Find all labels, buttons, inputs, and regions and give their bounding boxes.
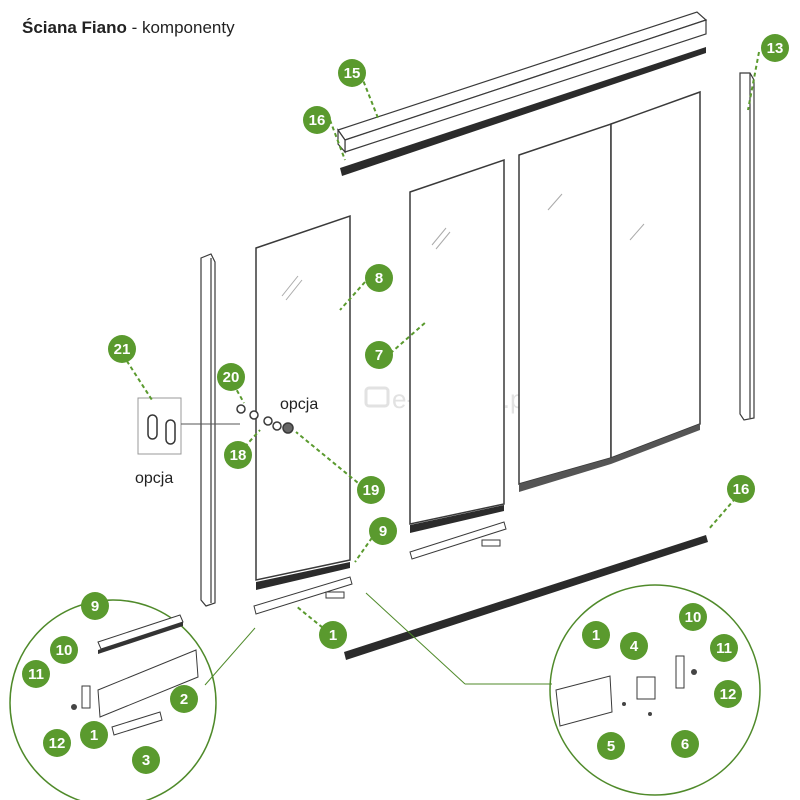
badge-14: 15: [338, 59, 366, 87]
handle-detail: [137, 397, 240, 455]
badge-21: 21: [108, 335, 136, 363]
svg-text:9: 9: [379, 523, 387, 540]
option-label-left: opcja: [135, 470, 173, 487]
glass-panel-rear: [518, 90, 701, 492]
badge-2-detail: 2: [170, 685, 198, 713]
badge-12-detail-left: 12: [43, 729, 71, 757]
badge-15: 16: [303, 106, 331, 134]
glass-panel-7: [409, 158, 505, 525]
svg-text:21: 21: [114, 341, 131, 358]
badge-1-detail-right: 1: [582, 621, 610, 649]
badge-9: 9: [369, 517, 397, 545]
bottom-track: [344, 535, 708, 660]
left-wall-profile: [200, 253, 216, 607]
right-wall-profile: [739, 72, 755, 421]
svg-text:9: 9: [91, 598, 99, 615]
title-rest: - komponenty: [126, 18, 235, 37]
svg-text:1: 1: [329, 627, 337, 644]
svg-text:11: 11: [716, 640, 732, 657]
svg-text:19: 19: [363, 482, 380, 499]
svg-text:5: 5: [607, 738, 615, 755]
badge-6-detail: 6: [671, 730, 699, 758]
diagram-title: Ściana Fiano - komponenty: [22, 18, 235, 38]
badge-13: 13: [761, 34, 789, 62]
badge-10-detail-left: 10: [50, 636, 78, 664]
badge-8: 8: [365, 264, 393, 292]
svg-text:1: 1: [592, 627, 600, 644]
svg-text:8: 8: [375, 270, 383, 287]
svg-text:18: 18: [230, 447, 247, 464]
svg-text:4: 4: [630, 638, 639, 655]
svg-text:11: 11: [28, 666, 44, 683]
badge-7: 7: [365, 341, 393, 369]
top-track: [337, 11, 708, 154]
badge-18: 18: [224, 441, 252, 469]
title-bold: Ściana Fiano: [22, 18, 127, 37]
svg-text:10: 10: [56, 642, 73, 659]
badge-20: 20: [217, 363, 245, 391]
badge-1-main: 1: [319, 621, 347, 649]
svg-text:10: 10: [685, 609, 702, 626]
badge-3-detail: 3: [132, 746, 160, 774]
svg-text:1: 1: [90, 727, 98, 744]
svg-text:16: 16: [733, 481, 750, 498]
badge-11-detail-right: 11: [710, 634, 738, 662]
badge-4-detail: 4: [620, 632, 648, 660]
badge-1-detail-left: 1: [80, 721, 108, 749]
leader-lines: [122, 51, 760, 633]
detail-circle-left: [9, 599, 256, 800]
badge-16: 16: [727, 475, 755, 503]
glass-panel-8: [255, 214, 351, 581]
svg-text:13: 13: [767, 40, 784, 57]
badge-5-detail: 5: [597, 732, 625, 760]
badges: 15 16 13 8 7 21 20 18 19 9 16 1 9 10 11 …: [22, 34, 789, 774]
top-profile: [340, 47, 706, 176]
bottom-rail-8: [253, 562, 353, 615]
badge-10-detail-right: 10: [679, 603, 707, 631]
bottom-rail-7: [409, 505, 507, 560]
svg-text:16: 16: [309, 112, 326, 129]
svg-text:15: 15: [344, 65, 361, 82]
svg-text:12: 12: [720, 686, 737, 703]
svg-text:12: 12: [49, 735, 66, 752]
badge-9-detail: 9: [81, 592, 109, 620]
badge-11-detail-left: 11: [22, 660, 50, 688]
handle-hardware: [236, 404, 294, 434]
svg-text:2: 2: [180, 691, 188, 708]
svg-text:6: 6: [681, 736, 689, 753]
svg-text:3: 3: [142, 752, 150, 769]
svg-text:7: 7: [375, 347, 383, 364]
badge-12-detail-right: 12: [714, 680, 742, 708]
badge-19: 19: [357, 476, 385, 504]
option-label-top: opcja: [280, 396, 318, 413]
svg-text:20: 20: [223, 369, 240, 386]
